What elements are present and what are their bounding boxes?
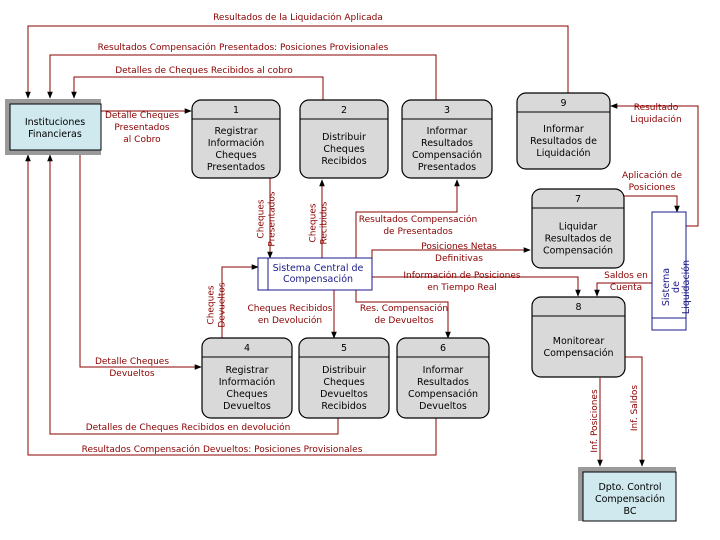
flow-label-comp-dev-prov: Resultados Compensación Devueltos: Posic… xyxy=(82,444,363,455)
flow-line-det-rec-dev xyxy=(47,154,339,435)
store-liquidacion-label: SistemadeLiquidación xyxy=(661,260,692,314)
entity-instituciones xyxy=(5,99,102,155)
store-liquidacion xyxy=(651,211,687,331)
flow-line-res-liq xyxy=(610,103,699,227)
flow-label-ch-devueltos: ChequesDevueltos xyxy=(207,282,228,328)
flow-line-info-pos xyxy=(372,276,581,297)
process-box xyxy=(531,188,625,269)
flow-line-res-comp-pres xyxy=(355,179,460,258)
flow-label-det-recibidos: Detalles de Cheques Recibidos al cobro xyxy=(115,66,293,76)
process-number: 4 xyxy=(244,343,250,354)
flow-line-aplic-pos xyxy=(624,195,680,213)
process-box xyxy=(396,337,490,419)
flow-label-det-rec-dev: Detalles de Cheques Recibidos en devoluc… xyxy=(86,422,291,433)
flow-line-ch-devueltos xyxy=(221,264,259,338)
flow-line-liq-aplicada xyxy=(25,25,569,99)
flow-label-comp-pres-prov: Resultados Compensación Presentados: Pos… xyxy=(98,42,389,53)
process-number: 1 xyxy=(233,105,239,116)
process-number: 6 xyxy=(440,343,446,354)
flow-labels: Resultados de la Liquidación AplicadaRes… xyxy=(82,12,683,455)
process-number: 9 xyxy=(560,98,566,109)
flow-label-liq-aplicada: Resultados de la Liquidación Aplicada xyxy=(213,12,383,23)
flow-label-ch-recibidos: ChequesRecibidos xyxy=(309,201,330,244)
entity-dpto-control xyxy=(578,467,677,522)
flow-line-det-recibidos xyxy=(71,76,324,100)
process-box xyxy=(298,337,390,419)
flow-line-res-comp-dev xyxy=(355,290,451,339)
flow-line-comp-dev-prov xyxy=(25,154,437,456)
flow-label-inf-posiciones: Inf. Posiciones xyxy=(590,389,600,453)
store-central xyxy=(257,257,373,291)
flow-line-inf-saldos xyxy=(625,356,645,467)
process-number: 2 xyxy=(341,105,347,116)
process-box xyxy=(201,337,293,419)
process-number: 8 xyxy=(575,302,581,313)
process-box xyxy=(531,296,626,378)
process-number: 7 xyxy=(575,194,581,205)
flow-line-comp-pres-prov xyxy=(47,54,437,100)
flow-label-ch-presentados: ChequesPresentados xyxy=(257,191,278,247)
process-number: 3 xyxy=(444,105,450,116)
flow-line-saldos-cuenta xyxy=(594,282,652,297)
flow-lines xyxy=(25,25,699,467)
flow-label-inf-saldos: Inf. Saldos xyxy=(630,385,640,432)
process-number: 5 xyxy=(341,343,347,354)
flow-line-det-devueltos xyxy=(79,153,202,370)
